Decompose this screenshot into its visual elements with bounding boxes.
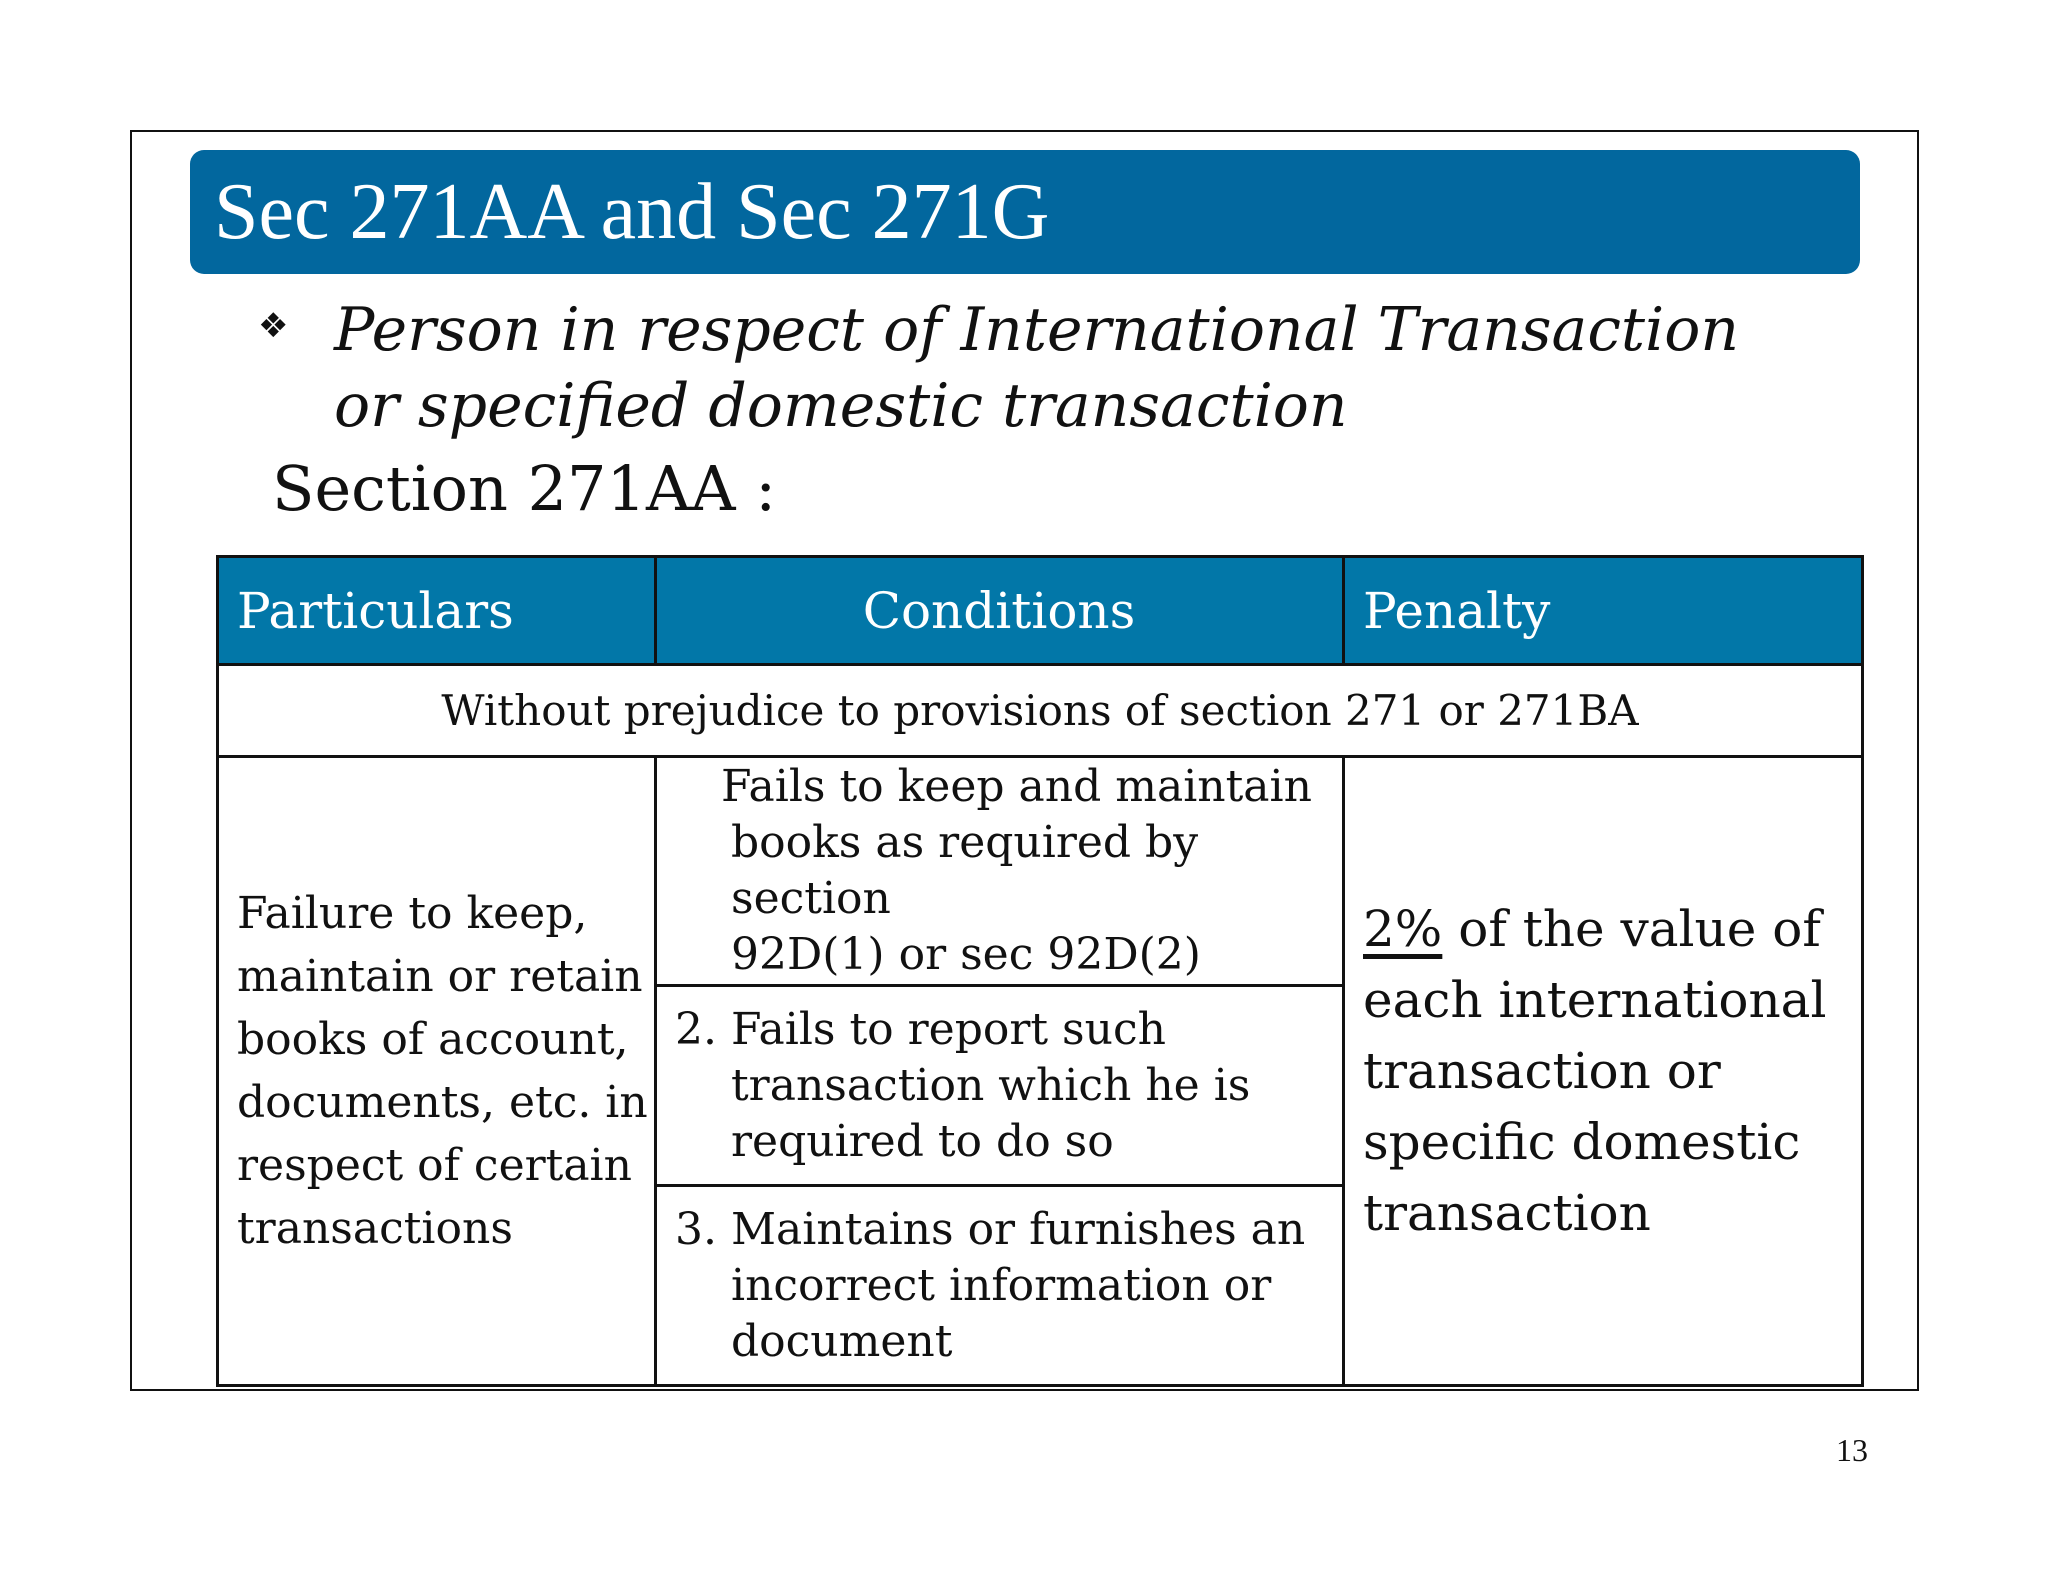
condition-1: Fails to keep and maintain books as requ… [654,755,1345,987]
condition-line: Fails to keep and maintain [721,761,1312,812]
penalty-table: Particulars Conditions Penalty Without p… [216,555,1864,1387]
bullet-text: Person in respect of International Trans… [334,295,1739,441]
condition-3: 3. Maintains or furnishes an incorrect i… [654,1184,1345,1387]
section-heading: Section 271AA : [272,452,777,525]
condition-line: document [731,1315,953,1367]
prejudice-note: Without prejudice to provisions of secti… [216,663,1864,758]
condition-line: required to do so [731,1115,1114,1167]
condition-line: incorrect information or [731,1259,1272,1311]
slide-title: Sec 271AA and Sec 271G [214,167,1050,256]
table-header-row: Particulars Conditions Penalty [216,555,1864,666]
page-number: 13 [1836,1432,1868,1468]
condition-line: 3. Maintains or furnishes an [675,1202,1341,1258]
table-row: Without prejudice to provisions of secti… [216,663,1864,758]
slide-frame [130,130,1919,1391]
table-row: 2. Fails to report such transaction whic… [218,984,1863,1187]
penalty-text: of the value of each international trans… [1363,899,1827,1242]
condition-line: books as required by section [731,817,1199,924]
header-particulars: Particulars [216,555,657,666]
condition-number: 3. [675,1203,717,1255]
table-row: Failure to keep, maintain or retain book… [216,755,1864,1387]
condition-line: 92D(1) or sec 92D(2) [731,929,1201,980]
condition-line-text: Maintains or furnishes an [730,1203,1306,1255]
particular-cell: Failure to keep, maintain or retain book… [216,755,657,1387]
condition-2: 2. Fails to report such transaction whic… [654,984,1345,1187]
header-conditions: Conditions [654,555,1345,666]
diamond-bullet-icon: ❖ [258,306,289,346]
condition-line-text: Fails to report such [730,1003,1166,1055]
condition-number: 2. [675,1003,717,1055]
table-row: 3. Maintains or furnishes an incorrect i… [218,1184,1863,1387]
penalty-cell: 2% of the value of each international tr… [1342,755,1864,1387]
header-penalty: Penalty [1342,555,1864,666]
penalty-percent: 2% [1363,899,1443,958]
condition-line: transaction which he is [731,1059,1251,1111]
condition-line: 2. Fails to report such [675,1002,1341,1058]
title-bar: Sec 271AA and Sec 271G [190,150,1860,274]
